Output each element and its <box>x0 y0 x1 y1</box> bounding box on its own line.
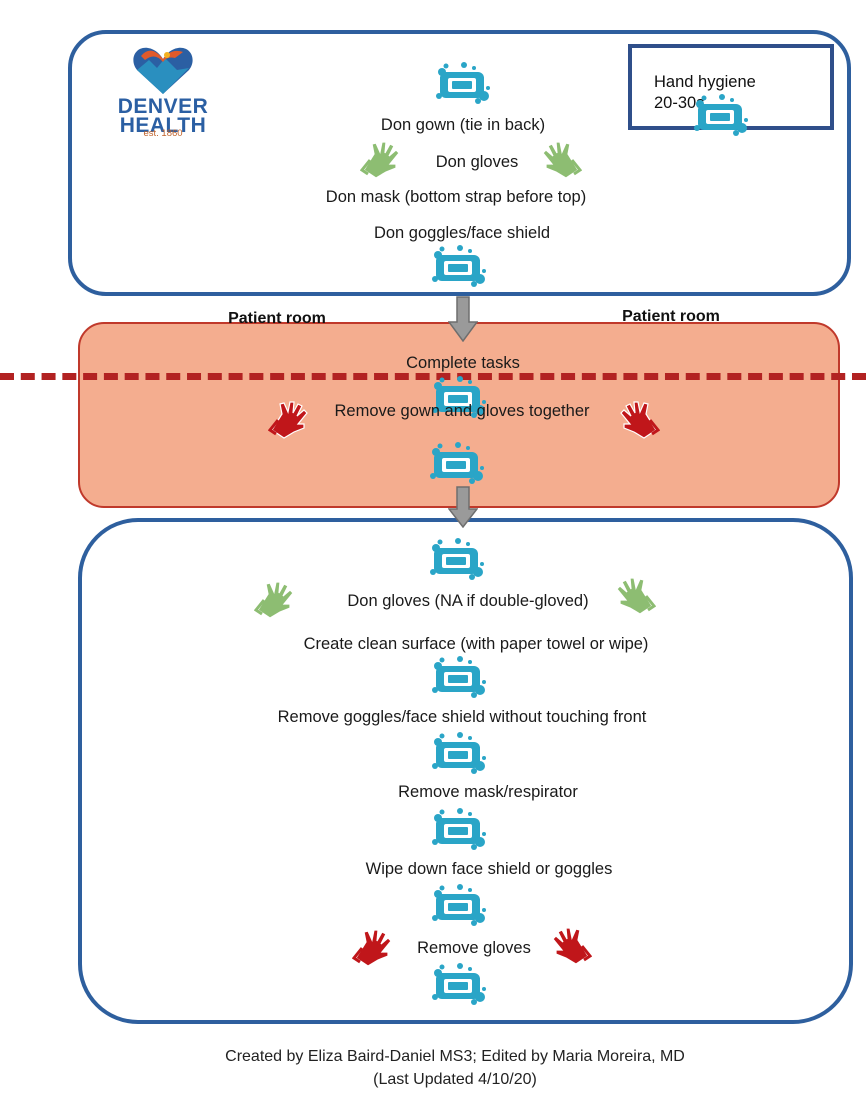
logo-line-1: DENVER <box>117 95 209 118</box>
logo-est: est. 1860 <box>143 128 183 139</box>
legend-box: Hand hygiene 20-30s <box>628 44 834 130</box>
step-remove-goggles: Remove goggles/face shield without touch… <box>277 708 647 726</box>
logo-line-2: HEALTH <box>119 114 207 137</box>
clean-glove-icon <box>360 140 404 180</box>
legend-text: Hand hygiene 20-30s <box>654 73 756 112</box>
hand-hygiene-icon <box>430 884 488 926</box>
hand-hygiene-icon <box>430 245 488 287</box>
step-remove-gloves: Remove gloves <box>417 939 531 957</box>
heart-mountain-logo-icon <box>131 46 195 96</box>
step-complete-tasks: Complete tasks <box>406 354 520 372</box>
clean-glove-icon <box>612 576 656 616</box>
step-don-gloves: Don gloves <box>435 153 519 171</box>
step-don-gown: Don gown (tie in back) <box>380 116 546 134</box>
hand-hygiene-icon <box>430 963 488 1005</box>
step-create-clean-surface: Create clean surface (with paper towel o… <box>303 635 649 653</box>
room-threshold-dashed-line <box>0 373 866 380</box>
contaminated-glove-icon <box>616 400 660 440</box>
down-arrow-icon <box>448 486 478 528</box>
step-don-gloves-doff: Don gloves (NA if double-gloved) <box>347 592 589 610</box>
step-remove-gown-gloves: Remove gown and gloves together <box>334 402 590 420</box>
step-don-goggles: Don goggles/face shield <box>373 224 551 242</box>
hand-hygiene-icon <box>428 538 486 580</box>
step-wipe-face-shield: Wipe down face shield or goggles <box>365 860 613 878</box>
contaminated-glove-icon <box>548 926 592 966</box>
hand-hygiene-icon <box>430 732 488 774</box>
clean-glove-icon <box>254 580 298 620</box>
down-arrow-icon <box>448 296 478 342</box>
step-don-mask: Don mask (bottom strap before top) <box>325 188 587 206</box>
legend-hand-hygiene-icon <box>692 94 750 136</box>
patient-room-label-left: Patient room <box>228 310 326 327</box>
hand-hygiene-icon <box>430 656 488 698</box>
footer-credit: Created by Eliza Baird-Daniel MS3; Edite… <box>225 1048 685 1065</box>
contaminated-glove-icon <box>352 928 396 968</box>
hand-hygiene-icon <box>430 376 488 418</box>
step-remove-mask: Remove mask/respirator <box>398 783 578 801</box>
doffing-area-box <box>78 518 853 1024</box>
footer-updated: (Last Updated 4/10/20) <box>373 1071 537 1088</box>
patient-room-label-right: Patient room <box>622 308 720 325</box>
contaminated-glove-icon <box>268 400 312 440</box>
clean-glove-icon <box>538 140 582 180</box>
hand-hygiene-icon <box>430 808 488 850</box>
hand-hygiene-icon <box>434 62 492 104</box>
hand-hygiene-icon <box>428 442 486 484</box>
